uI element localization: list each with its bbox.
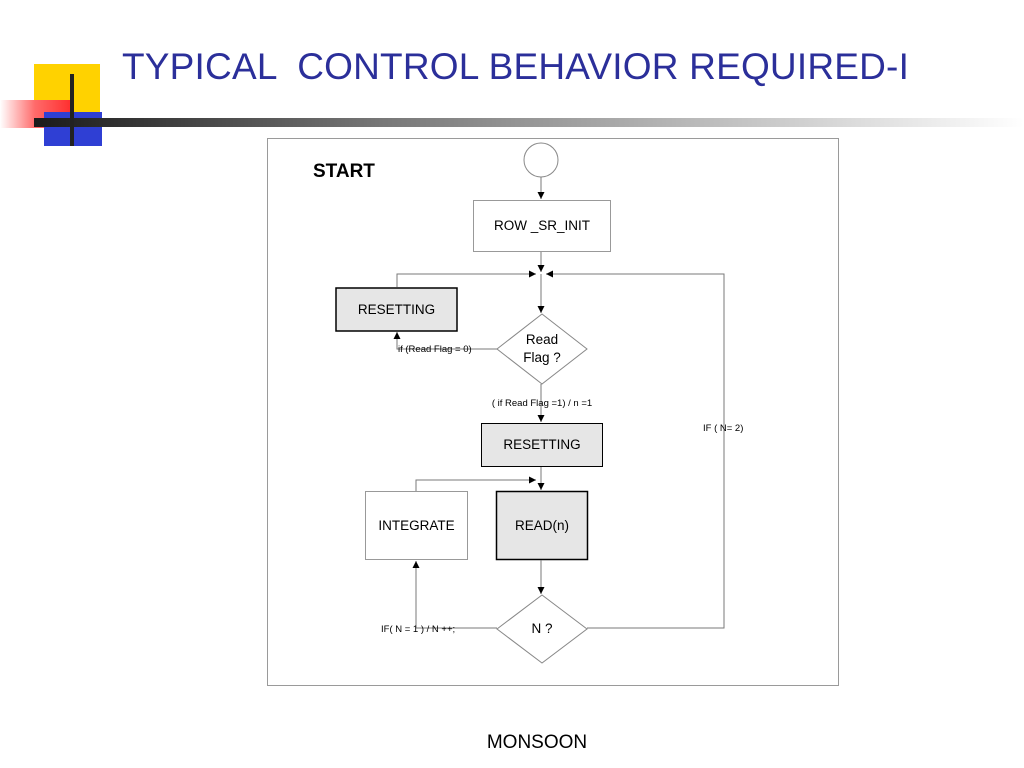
n-decision: N ? — [496, 594, 588, 664]
resetting-center-label: RESETTING — [503, 437, 580, 452]
slide-logo — [0, 64, 1024, 146]
read-flag-decision: Read Flag ? — [496, 313, 588, 385]
edge-label-flag-one: ( if Read Flag =1) / n =1 — [492, 398, 592, 409]
logo-vertical-rule — [70, 74, 74, 146]
resetting-center-node: RESETTING — [481, 423, 603, 467]
read-flag-label-line1: Read — [526, 332, 558, 347]
resetting-left-label: RESETTING — [358, 302, 435, 317]
n-decision-label: N ? — [531, 621, 552, 636]
integrate-label: INTEGRATE — [378, 518, 454, 533]
resetting-left-node: RESETTING — [335, 287, 458, 332]
edge-label-n-two: IF ( N= 2) — [703, 423, 743, 434]
read-node: READ(n) — [495, 490, 589, 561]
edge-resetting-left-loop — [396, 270, 536, 287]
start-label: START — [313, 161, 375, 182]
edge-label-flag-zero: if (Read Flag = 0) — [398, 344, 472, 355]
init-label: ROW _SR_INIT — [494, 218, 590, 233]
integrate-node: INTEGRATE — [365, 491, 468, 560]
slide-footer: MONSOON — [486, 732, 588, 753]
slide-title: TYPICAL CONTROL BEHAVIOR REQUIRED-I — [122, 46, 910, 87]
edge-flag-zero — [393, 332, 497, 350]
edge-label-n-one: IF( N = 1 ) / N ++; — [381, 624, 455, 635]
read-flag-label-line2: Flag ? — [523, 350, 561, 365]
init-node: ROW _SR_INIT — [473, 200, 611, 252]
read-label: READ(n) — [515, 518, 569, 533]
edge-n-one — [412, 561, 497, 629]
logo-horizontal-rule — [34, 118, 1024, 127]
edge-integrate-read — [415, 476, 536, 491]
start-node — [523, 142, 559, 178]
edge-n-two-loop — [546, 270, 725, 629]
